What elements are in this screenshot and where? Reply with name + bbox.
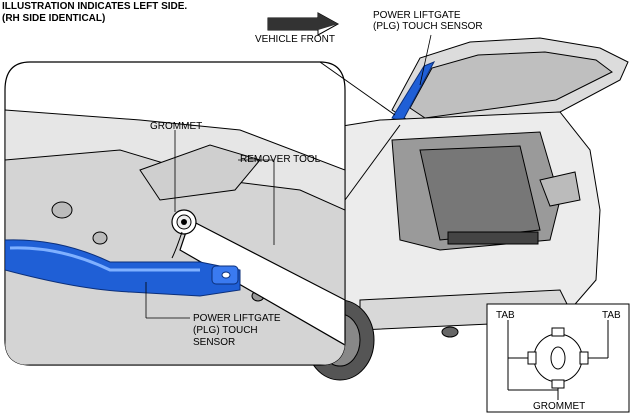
vehicle-front-label: VEHICLE FRONT — [255, 34, 336, 45]
grommet-tab-diagram — [507, 320, 609, 400]
inset-tab-left-label: TAB — [496, 310, 515, 321]
plg-bottom-label-line1: POWER LIFTGATE — [193, 313, 281, 324]
remover-tool-label: REMOVER TOOL — [240, 154, 321, 165]
inset-tab-right-label: TAB — [602, 310, 621, 321]
inset-grommet-label: GROMMET — [533, 401, 586, 412]
plg-top-label-line1: POWER LIFTGATE — [373, 10, 461, 21]
grommet-label: GROMMET — [150, 121, 203, 132]
vehicle-rear-view — [299, 37, 629, 381]
detail-illustration — [5, 109, 345, 365]
plg-top-label-line2: (PLG) TOUCH SENSOR — [373, 21, 483, 32]
vehicle-front-arrow-icon — [267, 12, 340, 36]
header-line-2: (RH SIDE IDENTICAL) — [2, 13, 106, 24]
header-line-1: ILLUSTRATION INDICATES LEFT SIDE. — [2, 1, 188, 12]
plg-bottom-label-line2: (PLG) TOUCH — [193, 325, 258, 336]
plg-bottom-label-line3: SENSOR — [193, 337, 236, 348]
